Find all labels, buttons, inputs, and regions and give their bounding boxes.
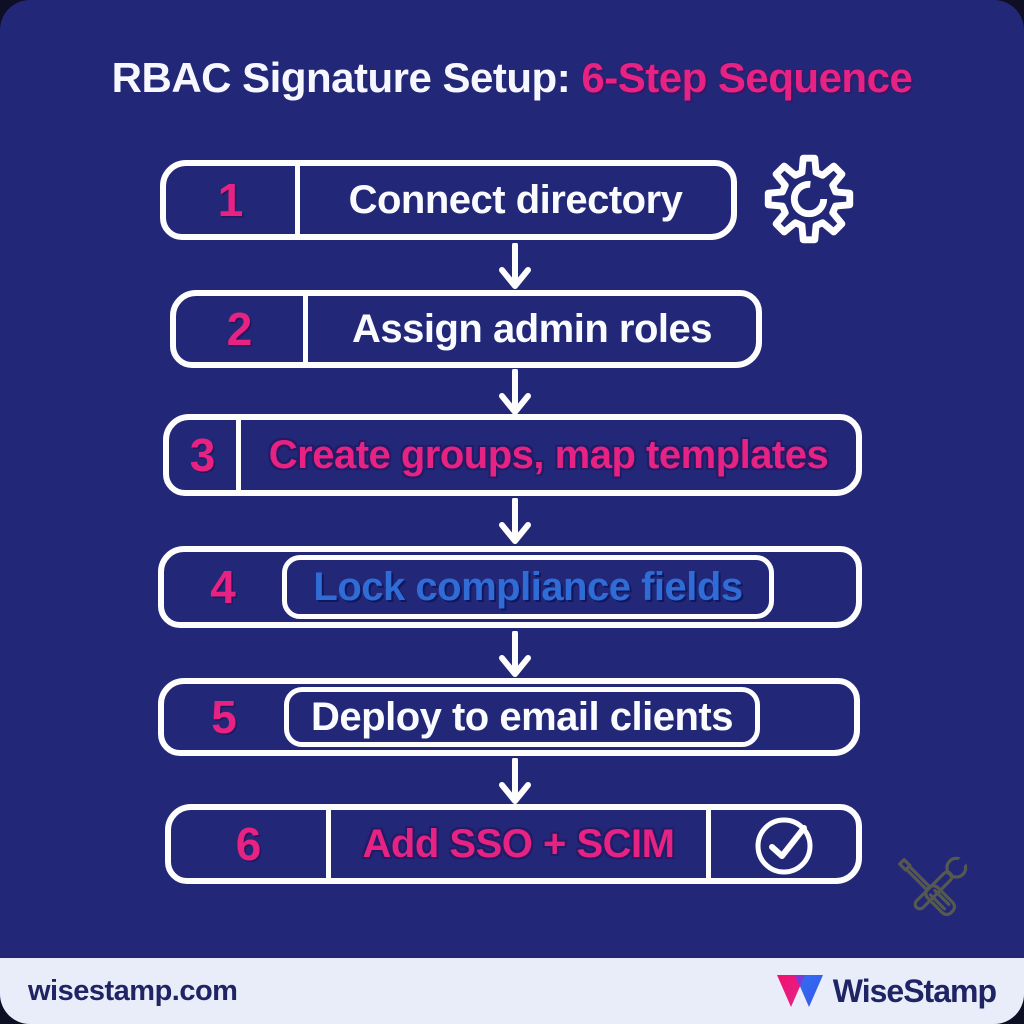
arrow-down-icon	[499, 369, 531, 415]
step-3-box: 3 Create groups, map templates	[163, 414, 862, 496]
step-1-box: 1 Connect directory	[160, 160, 737, 240]
step-4-box: 4 Lock compliance fields	[158, 546, 862, 628]
website-text: wisestamp.com	[28, 974, 238, 1007]
step-3-number: 3	[169, 420, 241, 490]
step-5-end-spacer	[760, 684, 854, 750]
step-4-end-spacer	[774, 552, 856, 622]
brand-name: WiseStamp	[832, 972, 997, 1009]
title-prefix: RBAC Signature Setup:	[111, 54, 571, 101]
step-2-box: 2 Assign admin roles	[170, 290, 762, 368]
step-6-label: Add SSO + SCIM	[362, 821, 675, 866]
wisestamp-logo-icon	[776, 975, 823, 1007]
step-6-box: 6 Add SSO + SCIM	[165, 804, 862, 884]
step-4-label: Lock compliance fields	[282, 555, 774, 619]
step-5-number: 5	[211, 691, 237, 743]
page-title: RBAC Signature Setup: 6-Step Sequence	[0, 54, 1024, 102]
arrow-down-icon	[499, 758, 531, 804]
step-2-label: Assign admin roles	[352, 306, 712, 351]
step-4-number: 4	[210, 561, 236, 613]
step-1-number: 1	[166, 166, 300, 234]
wrench-part	[913, 855, 969, 911]
step-6-number: 6	[171, 810, 331, 878]
step-2-number: 2	[176, 296, 308, 362]
arrow-down-icon	[499, 498, 531, 544]
step-1-label: Connect directory	[348, 177, 683, 222]
title-accent: 6-Step Sequence	[581, 54, 913, 101]
footer-bar: wisestamp.com WiseStamp	[0, 958, 1024, 1024]
step-5-label: Deploy to email clients	[284, 687, 760, 747]
check-circle-icon	[755, 817, 812, 875]
step-5-box: 5 Deploy to email clients	[158, 678, 860, 756]
step-3-label: Create groups, map templates	[268, 432, 829, 477]
wrench-screwdriver-icon	[898, 855, 969, 916]
step-6-end-cell	[706, 810, 856, 878]
brand-logo: WiseStamp	[776, 972, 997, 1010]
arrow-down-icon	[499, 631, 531, 677]
arrow-down-icon	[499, 243, 531, 289]
gear-icon	[764, 154, 854, 244]
